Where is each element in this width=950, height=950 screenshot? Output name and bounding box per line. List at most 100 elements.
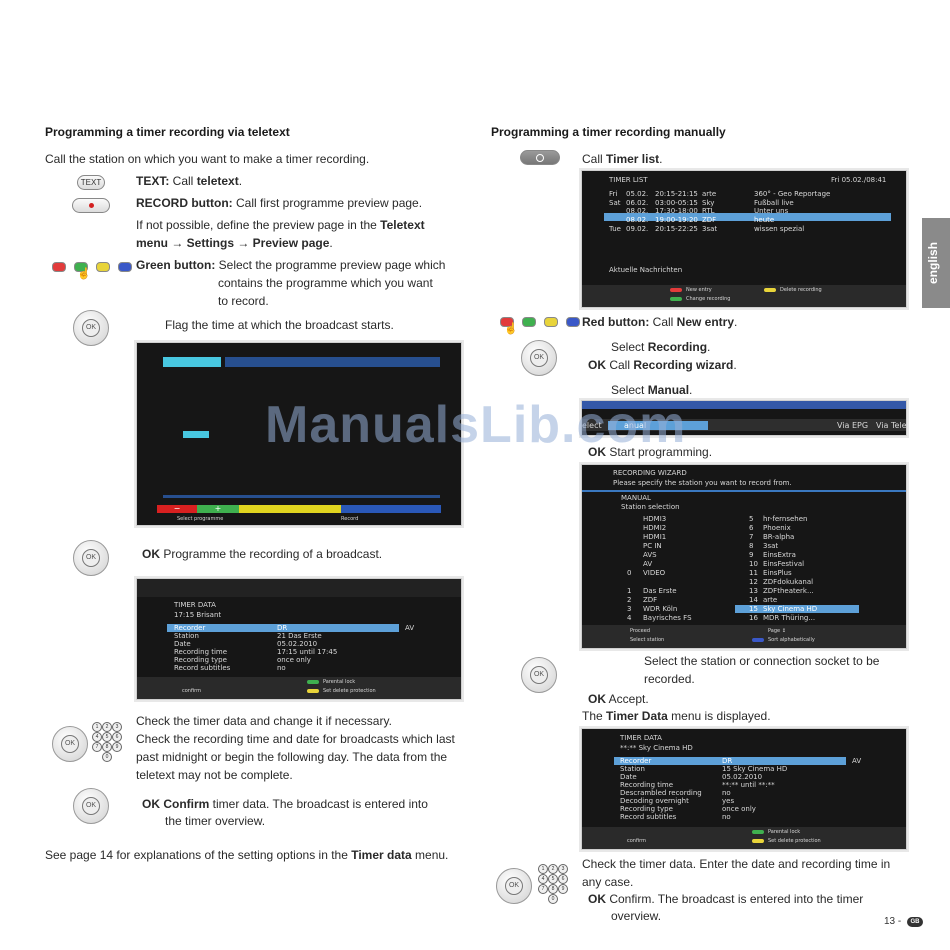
timer-row-value: 05.02.2010 xyxy=(722,773,763,781)
step-record-note-2: menu → Settings → Preview page. xyxy=(136,236,333,250)
wizard-station-name: Phoenix xyxy=(763,524,791,532)
watermark: ManualsLib.com xyxy=(265,396,687,454)
wizard-station-number: 7 xyxy=(749,533,754,541)
blue-key xyxy=(341,505,441,513)
hand-pointer-icon: ☝ xyxy=(504,323,518,335)
red-button-step: Red button: Call New entry. xyxy=(582,315,738,329)
select-station-1: Select the station or connection socket … xyxy=(644,654,880,668)
wizard-station-name: Sky Cinema HD xyxy=(763,605,818,613)
step-record: RECORD button: Call first programme prev… xyxy=(136,196,423,210)
timer-row-value: 15 Sky Cinema HD xyxy=(722,765,788,773)
call-wizard: OK Call Recording wizard. xyxy=(588,358,737,372)
start-programming: OK Start programming. xyxy=(588,445,713,459)
wizard-station-name: Das Erste xyxy=(643,587,677,595)
check-data-3: past midnight or begin the following day… xyxy=(136,750,448,764)
wizard-station-number: 9 xyxy=(749,551,754,559)
wizard-station-name: BR-alpha xyxy=(763,533,795,541)
wizard-station-name: ZDFdokukanal xyxy=(763,578,814,586)
color-buttons-icon: ☝ xyxy=(500,317,580,335)
wizard-station-name: Bayrisches FS xyxy=(643,614,692,622)
timer-row-value: DR xyxy=(722,757,733,765)
timer-row-label: Recording type xyxy=(620,805,673,813)
wizard-station-number: 13 xyxy=(749,587,758,595)
color-buttons-icon: ☝ xyxy=(52,262,132,280)
check-data-2: Check the recording time and date for br… xyxy=(136,732,455,746)
tv2-subtitle: 17:15 Brisant xyxy=(174,611,222,619)
step-flag-time: Flag the time at which the broadcast sta… xyxy=(165,318,394,332)
ok-navigation-icon: OK xyxy=(73,540,109,576)
wizard-station-number: 0 xyxy=(627,569,632,577)
timer-row-label: Decoding overnight xyxy=(620,797,689,805)
select-manual: Select Manual. xyxy=(611,383,693,397)
tl-row-time: 20:15-21:15 xyxy=(655,190,698,198)
wizard-station-number: 10 xyxy=(749,560,758,568)
tl-row-time: 19:00-19:20 xyxy=(655,216,698,225)
timer-row-label: Recorder xyxy=(620,757,652,765)
accept-step: OK Accept. xyxy=(588,692,649,706)
wizard-station-name: hr-fernsehen xyxy=(763,515,808,523)
tl-row-time: 20:15-22:25 xyxy=(655,224,698,233)
tv2-title: TIMER DATA xyxy=(174,601,216,609)
timer-button-icon xyxy=(520,150,560,165)
teletext-title-bar xyxy=(225,357,440,367)
right-heading: Programming a timer recording manually xyxy=(491,125,726,139)
wizard-station-name: PC IN xyxy=(643,542,662,550)
timer-row-label: Station xyxy=(620,765,645,773)
select-station-2: recorded. xyxy=(644,672,695,686)
tl-row-day: Fri xyxy=(609,190,618,198)
wizard-station-number: 16 xyxy=(749,614,758,622)
step-programme: OK Programme the recording of a broadcas… xyxy=(142,547,383,561)
wizard-station-name: arte xyxy=(763,596,778,604)
wizard-station-number: 15 xyxy=(749,605,758,613)
left-heading: Programming a timer recording via telete… xyxy=(45,125,290,139)
tl-row-programme: 360° - Geo Reportage xyxy=(754,190,831,198)
teletext-time-bar xyxy=(163,357,221,367)
wizard-station-name: VIDEO xyxy=(643,569,666,577)
teletext-line xyxy=(163,495,440,498)
tl-highlight xyxy=(604,213,891,221)
tl-row-programme: wissen spezial xyxy=(754,224,805,233)
text-button-icon: TEXT xyxy=(77,175,105,190)
tl-row-time: 17:30-18:00 xyxy=(655,207,698,216)
wizard-station-number: 3 xyxy=(627,605,632,613)
tl-row-time: 03:00-05:15 xyxy=(655,198,698,207)
record-button-icon xyxy=(72,198,110,213)
timer-row-label: Descrambled recording xyxy=(620,789,702,797)
wizard-station-name: AVS xyxy=(643,551,657,559)
tl-row-date: 06.02. xyxy=(626,198,649,207)
wizard-station-number: 5 xyxy=(749,515,754,523)
wizard-station-name: ZDF xyxy=(643,596,658,604)
tl-row-day: Sat xyxy=(609,198,621,207)
wizard-highlight xyxy=(735,605,859,613)
language-tab: english xyxy=(922,218,950,308)
wizard-station-number: 12 xyxy=(749,578,758,586)
tl-row-station: 3sat xyxy=(702,224,718,233)
wizard-station-number: 11 xyxy=(749,569,758,577)
step-green-3: to record. xyxy=(218,294,269,308)
wizard-station-name: EinsExtra xyxy=(763,551,796,559)
step-record-note: If not possible, define the preview page… xyxy=(136,218,425,232)
wizard-station-name: AV xyxy=(643,560,653,568)
wizard-station-number: 6 xyxy=(749,524,754,532)
tl-row-date: 09.02. xyxy=(626,224,649,233)
step-confirm: OK Confirm timer data. The broadcast is … xyxy=(142,797,428,811)
tl-row-station: RTL xyxy=(702,207,715,216)
yellow-key xyxy=(239,505,341,513)
tl-row-date: 05.02. xyxy=(626,190,649,198)
tl-row-programme: heute xyxy=(754,216,775,225)
wizard-station-number: 1 xyxy=(627,587,632,595)
wizard-station-name: HDMI3 xyxy=(643,515,667,523)
tv2-highlight xyxy=(167,624,399,632)
select-recording: Select Recording. xyxy=(611,340,711,354)
wizard-station-number: 2 xyxy=(627,596,632,604)
tl-row-station: ZDF xyxy=(702,216,717,225)
confirm-step-2: overview. xyxy=(611,909,662,923)
timer-data-screen-2: TIMER DATA **:** Sky Cinema HD AV Record… xyxy=(581,728,907,850)
tl-title: TIMER LIST xyxy=(609,176,648,184)
timer-row-value: **:** until **:** xyxy=(722,781,775,789)
wizard-station-name: ZDFtheaterk... xyxy=(763,587,814,595)
wizard-station-name: EinsPlus xyxy=(763,569,792,577)
wizard-station-number: 8 xyxy=(749,542,754,550)
tv1-foot-right: Record xyxy=(341,516,359,522)
wizard-station-name: 3sat xyxy=(763,542,779,550)
